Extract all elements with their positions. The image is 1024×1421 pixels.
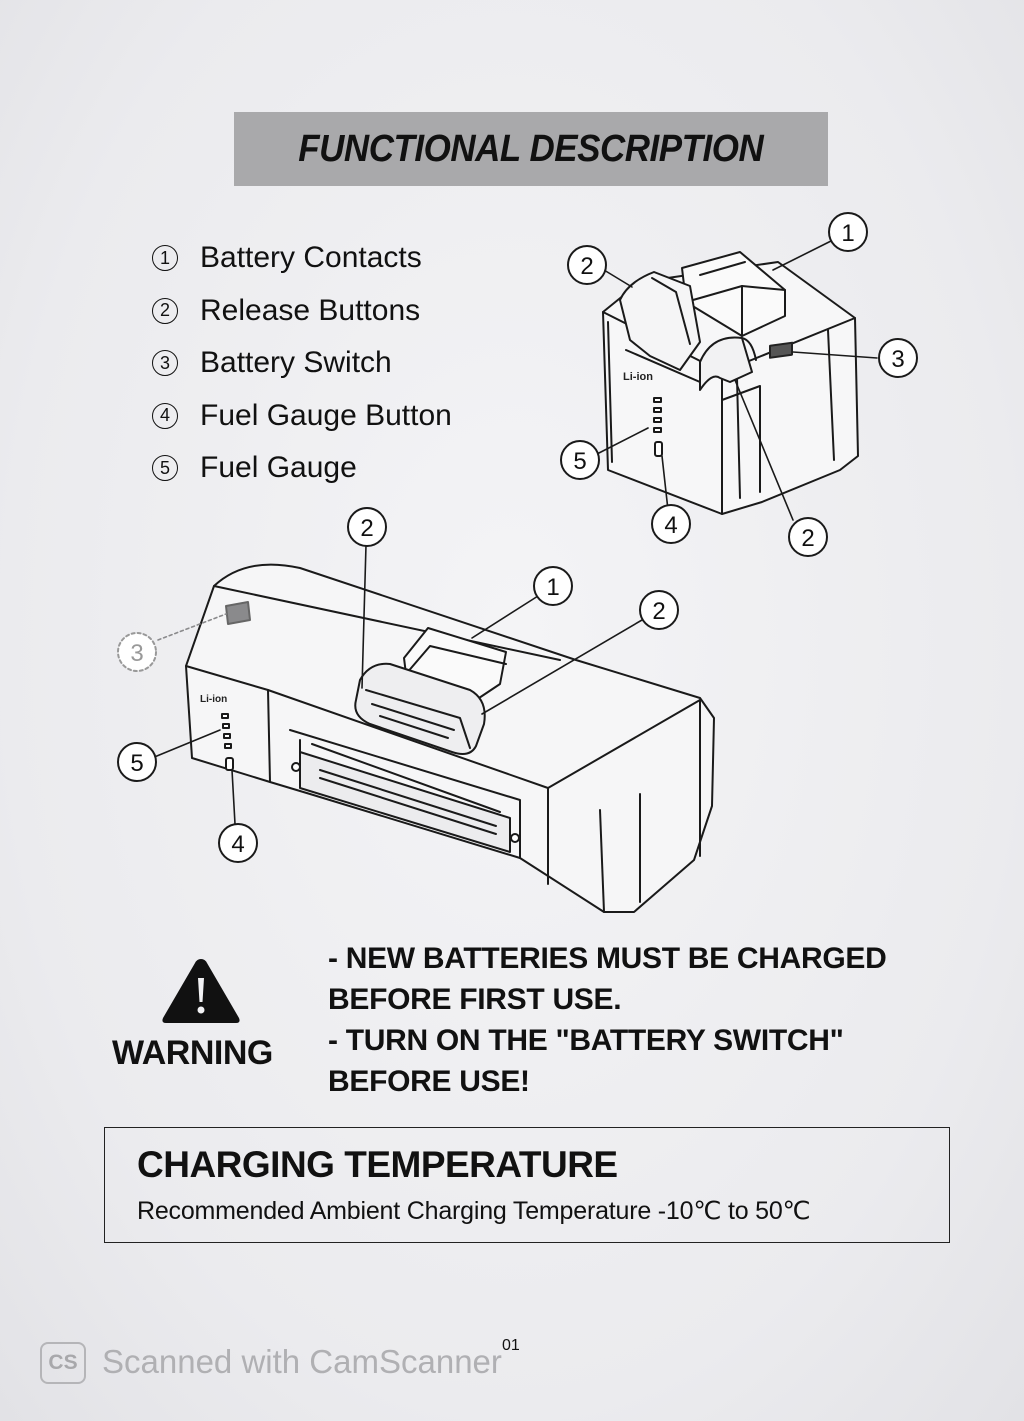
parts-legend: 1 Battery Contacts 2 Release Buttons 3 Batt…	[152, 232, 452, 495]
svg-text:Li-ion: Li-ion	[623, 371, 653, 383]
legend-label: Release Buttons	[200, 293, 421, 327]
callout-number: 1	[546, 574, 559, 601]
callout-number: 3	[130, 640, 143, 667]
legend-number: 1	[152, 245, 178, 272]
warning-text: - NEW BATTERIES MUST BE CHARGED BEFORE F…	[328, 938, 968, 1102]
legend-label: Battery Contacts	[200, 241, 422, 275]
callout-number: 2	[652, 598, 665, 625]
battery-upright-illustration: Li-ion	[602, 251, 859, 515]
scanner-watermark: Scanned with CamScanner	[102, 1343, 502, 1380]
legend-number: 3	[152, 350, 178, 377]
legend-number: 4	[152, 402, 178, 429]
title-bar: FUNCTIONAL DESCRIPTION	[234, 112, 828, 186]
legend-item: 4 Fuel Gauge Button	[152, 390, 452, 443]
callout-number: 2	[360, 515, 373, 542]
warning-triangle-icon	[162, 959, 240, 1023]
charging-temperature-text: Recommended Ambient Charging Temperature…	[137, 1197, 811, 1225]
horizontal-callouts	[117, 507, 679, 863]
page-title: FUNCTIONAL DESCRIPTION	[298, 127, 764, 170]
warning-line: BEFORE USE!	[328, 1065, 530, 1098]
legend-label: Fuel Gauge	[200, 451, 357, 485]
upright-leader-lines	[596, 240, 878, 521]
legend-number: 2	[152, 297, 178, 324]
legend-item: 2 Release Buttons	[152, 285, 452, 338]
warning-line: BEFORE FIRST USE.	[328, 983, 622, 1016]
page-number: 01	[502, 1337, 520, 1354]
callout-number: 2	[801, 525, 814, 552]
svg-text:Li-ion: Li-ion	[200, 694, 227, 705]
callout-number: 5	[573, 448, 586, 475]
legend-label: Fuel Gauge Button	[200, 398, 452, 432]
battery-diagram: Li-ion 1 2 3 5 4 2	[117, 212, 918, 913]
legend-item: 1 Battery Contacts	[152, 232, 452, 285]
battery-horizontal-illustration: Li-ion	[185, 563, 715, 913]
callout-number: 2	[580, 253, 593, 280]
camscanner-logo-icon: CS	[40, 1342, 86, 1384]
callout-number: 5	[130, 750, 143, 777]
warning-label: WARNING	[112, 1034, 273, 1072]
legend-label: Battery Switch	[200, 346, 392, 380]
horizontal-leader-lines	[151, 544, 643, 825]
legend-item: 5 Fuel Gauge	[152, 442, 452, 495]
legend-number: 5	[152, 455, 178, 482]
callout-number: 1	[841, 220, 854, 247]
callout-number: 4	[664, 512, 677, 539]
warning-line: - NEW BATTERIES MUST BE CHARGED	[328, 942, 887, 975]
callout-number: 3	[891, 346, 904, 373]
legend-item: 3 Battery Switch	[152, 337, 452, 390]
callout-number: 4	[231, 831, 244, 858]
charging-temperature-box: CHARGING TEMPERATURE Recommended Ambient…	[104, 1127, 950, 1243]
upright-callouts	[560, 212, 918, 557]
warning-line: - TURN ON THE "BATTERY SWITCH"	[328, 1024, 844, 1057]
charging-temperature-title: CHARGING TEMPERATURE	[137, 1144, 618, 1185]
